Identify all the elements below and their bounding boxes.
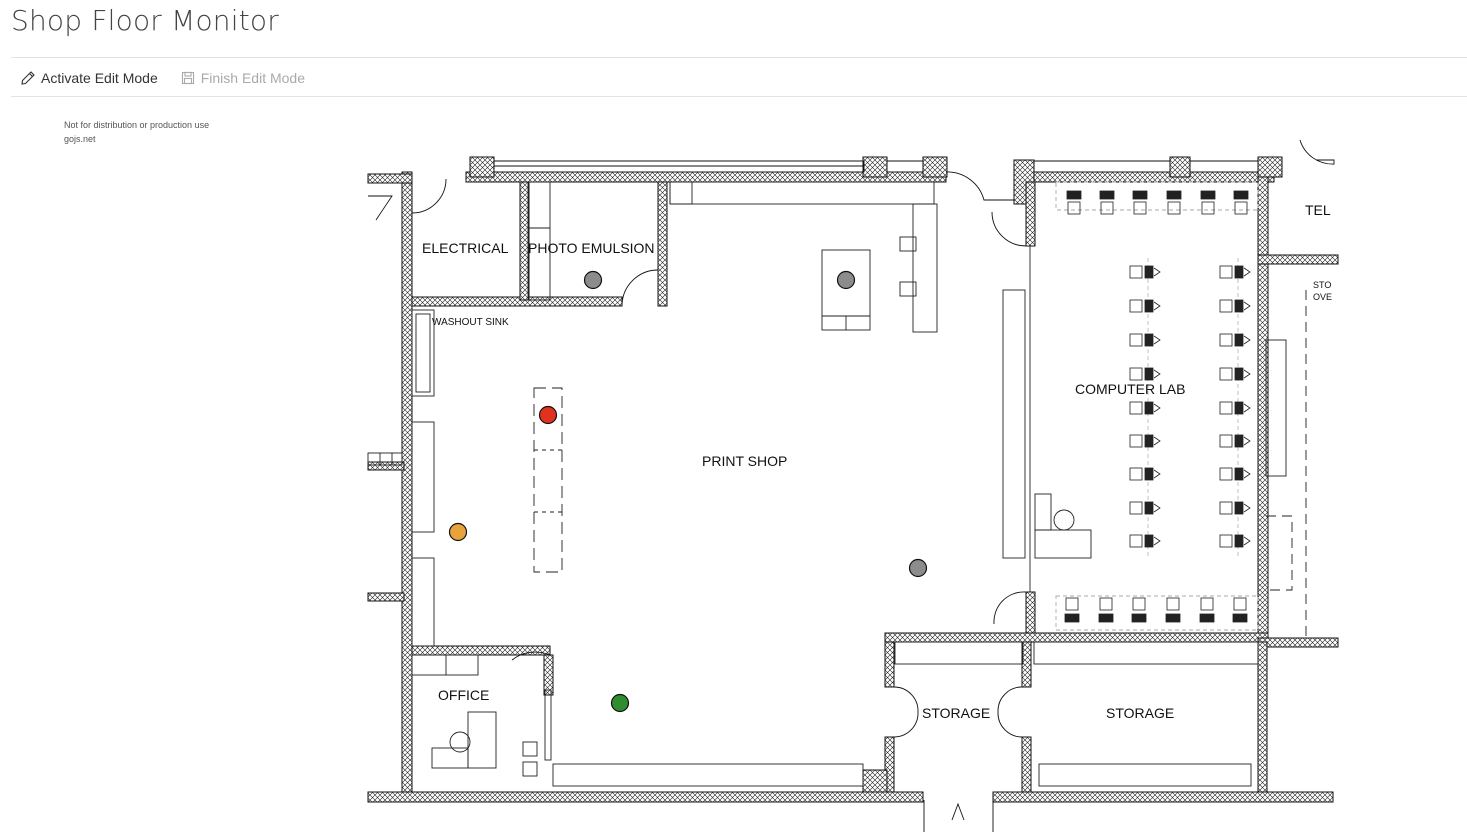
header-divider bbox=[11, 57, 1467, 58]
floor-plan-canvas[interactable]: ELECTRICAL PHOTO EMULSION WASHOUT SINK P… bbox=[360, 128, 1340, 832]
status-marker-print-east[interactable] bbox=[908, 558, 928, 578]
computer-lab-workstations bbox=[1064, 190, 1251, 623]
status-marker-office-south[interactable] bbox=[610, 693, 630, 713]
room-label-washout-sink: WASHOUT SINK bbox=[432, 317, 509, 328]
interior-walls bbox=[411, 181, 1339, 793]
watermark-notice: Not for distribution or production use bbox=[64, 120, 210, 130]
watermark-site: gojs.net bbox=[64, 134, 96, 144]
toolbar-divider bbox=[11, 96, 1467, 97]
equipment-markers bbox=[448, 270, 928, 713]
room-label-sto: STO bbox=[1313, 280, 1331, 290]
room-label-computer-lab: COMPUTER LAB bbox=[1075, 381, 1185, 397]
status-marker-photo-emulsion[interactable] bbox=[583, 270, 603, 290]
activate-edit-mode-button[interactable]: Activate Edit Mode bbox=[20, 70, 158, 86]
room-label-storage-west: STORAGE bbox=[922, 705, 990, 721]
room-label-office: OFFICE bbox=[438, 687, 489, 703]
room-label-print-shop: PRINT SHOP bbox=[702, 453, 787, 469]
finish-edit-mode-button[interactable]: Finish Edit Mode bbox=[180, 70, 305, 86]
pencil-icon bbox=[20, 70, 36, 86]
page-title: Shop Floor Monitor bbox=[11, 4, 279, 37]
fixtures bbox=[367, 181, 1307, 787]
door-swings bbox=[368, 139, 1335, 832]
room-label-electrical: ELECTRICAL bbox=[422, 240, 509, 256]
windows bbox=[493, 160, 1259, 173]
save-icon bbox=[180, 70, 196, 86]
activate-edit-mode-label: Activate Edit Mode bbox=[41, 70, 158, 86]
toolbar: Activate Edit Mode Finish Edit Mode bbox=[20, 68, 327, 88]
exterior-walls bbox=[367, 156, 1334, 803]
watermark: Not for distribution or production use g… bbox=[64, 118, 209, 146]
room-label-tel: TEL bbox=[1305, 202, 1331, 218]
status-marker-print-west[interactable] bbox=[448, 522, 468, 542]
status-marker-print-table[interactable] bbox=[836, 270, 856, 290]
room-label-ove: OVE bbox=[1313, 292, 1332, 302]
finish-edit-mode-label: Finish Edit Mode bbox=[200, 70, 306, 86]
room-label-storage-east: STORAGE bbox=[1106, 705, 1174, 721]
room-label-photo-emulsion: PHOTO EMULSION bbox=[528, 240, 655, 256]
status-marker-print-center[interactable] bbox=[538, 405, 558, 425]
